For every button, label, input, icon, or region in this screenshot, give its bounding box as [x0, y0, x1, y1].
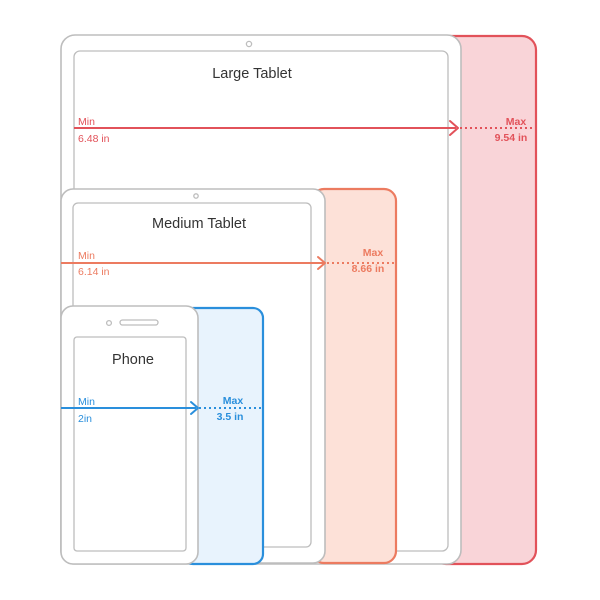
medium-tablet-max-value: 8.66 in	[352, 263, 385, 275]
medium-tablet-title: Medium Tablet	[152, 216, 246, 232]
phone-camera	[105, 319, 113, 327]
large-tablet-min-label: Min	[78, 116, 95, 128]
medium-tablet-min-label: Min	[78, 250, 95, 262]
phone-screen	[73, 336, 187, 552]
large-tablet-title: Large Tablet	[212, 66, 292, 82]
phone-min-value: 2in	[78, 413, 92, 425]
phone-title: Phone	[112, 352, 154, 368]
phone-min-label: Min	[78, 396, 95, 408]
medium-tablet-min-value: 6.14 in	[78, 266, 110, 278]
large-tablet-max-label: Max	[506, 116, 527, 128]
phone-speaker	[119, 319, 159, 326]
medium-tablet-arrowhead	[317, 256, 326, 270]
large-tablet-min-value: 6.48 in	[78, 133, 110, 145]
phone-max-value: 3.5 in	[217, 411, 244, 423]
phone-arrowhead	[190, 401, 199, 415]
large-tablet-max-value: 9.54 in	[495, 132, 528, 144]
medium-tablet-max-label: Max	[363, 247, 384, 259]
large-tablet-arrowhead	[449, 120, 459, 136]
phone-max-label: Max	[223, 395, 244, 407]
large-tablet-camera	[245, 40, 253, 48]
phone-group: Phone Min 2in Max 3.5 in	[60, 305, 265, 566]
medium-tablet-camera	[193, 193, 199, 199]
